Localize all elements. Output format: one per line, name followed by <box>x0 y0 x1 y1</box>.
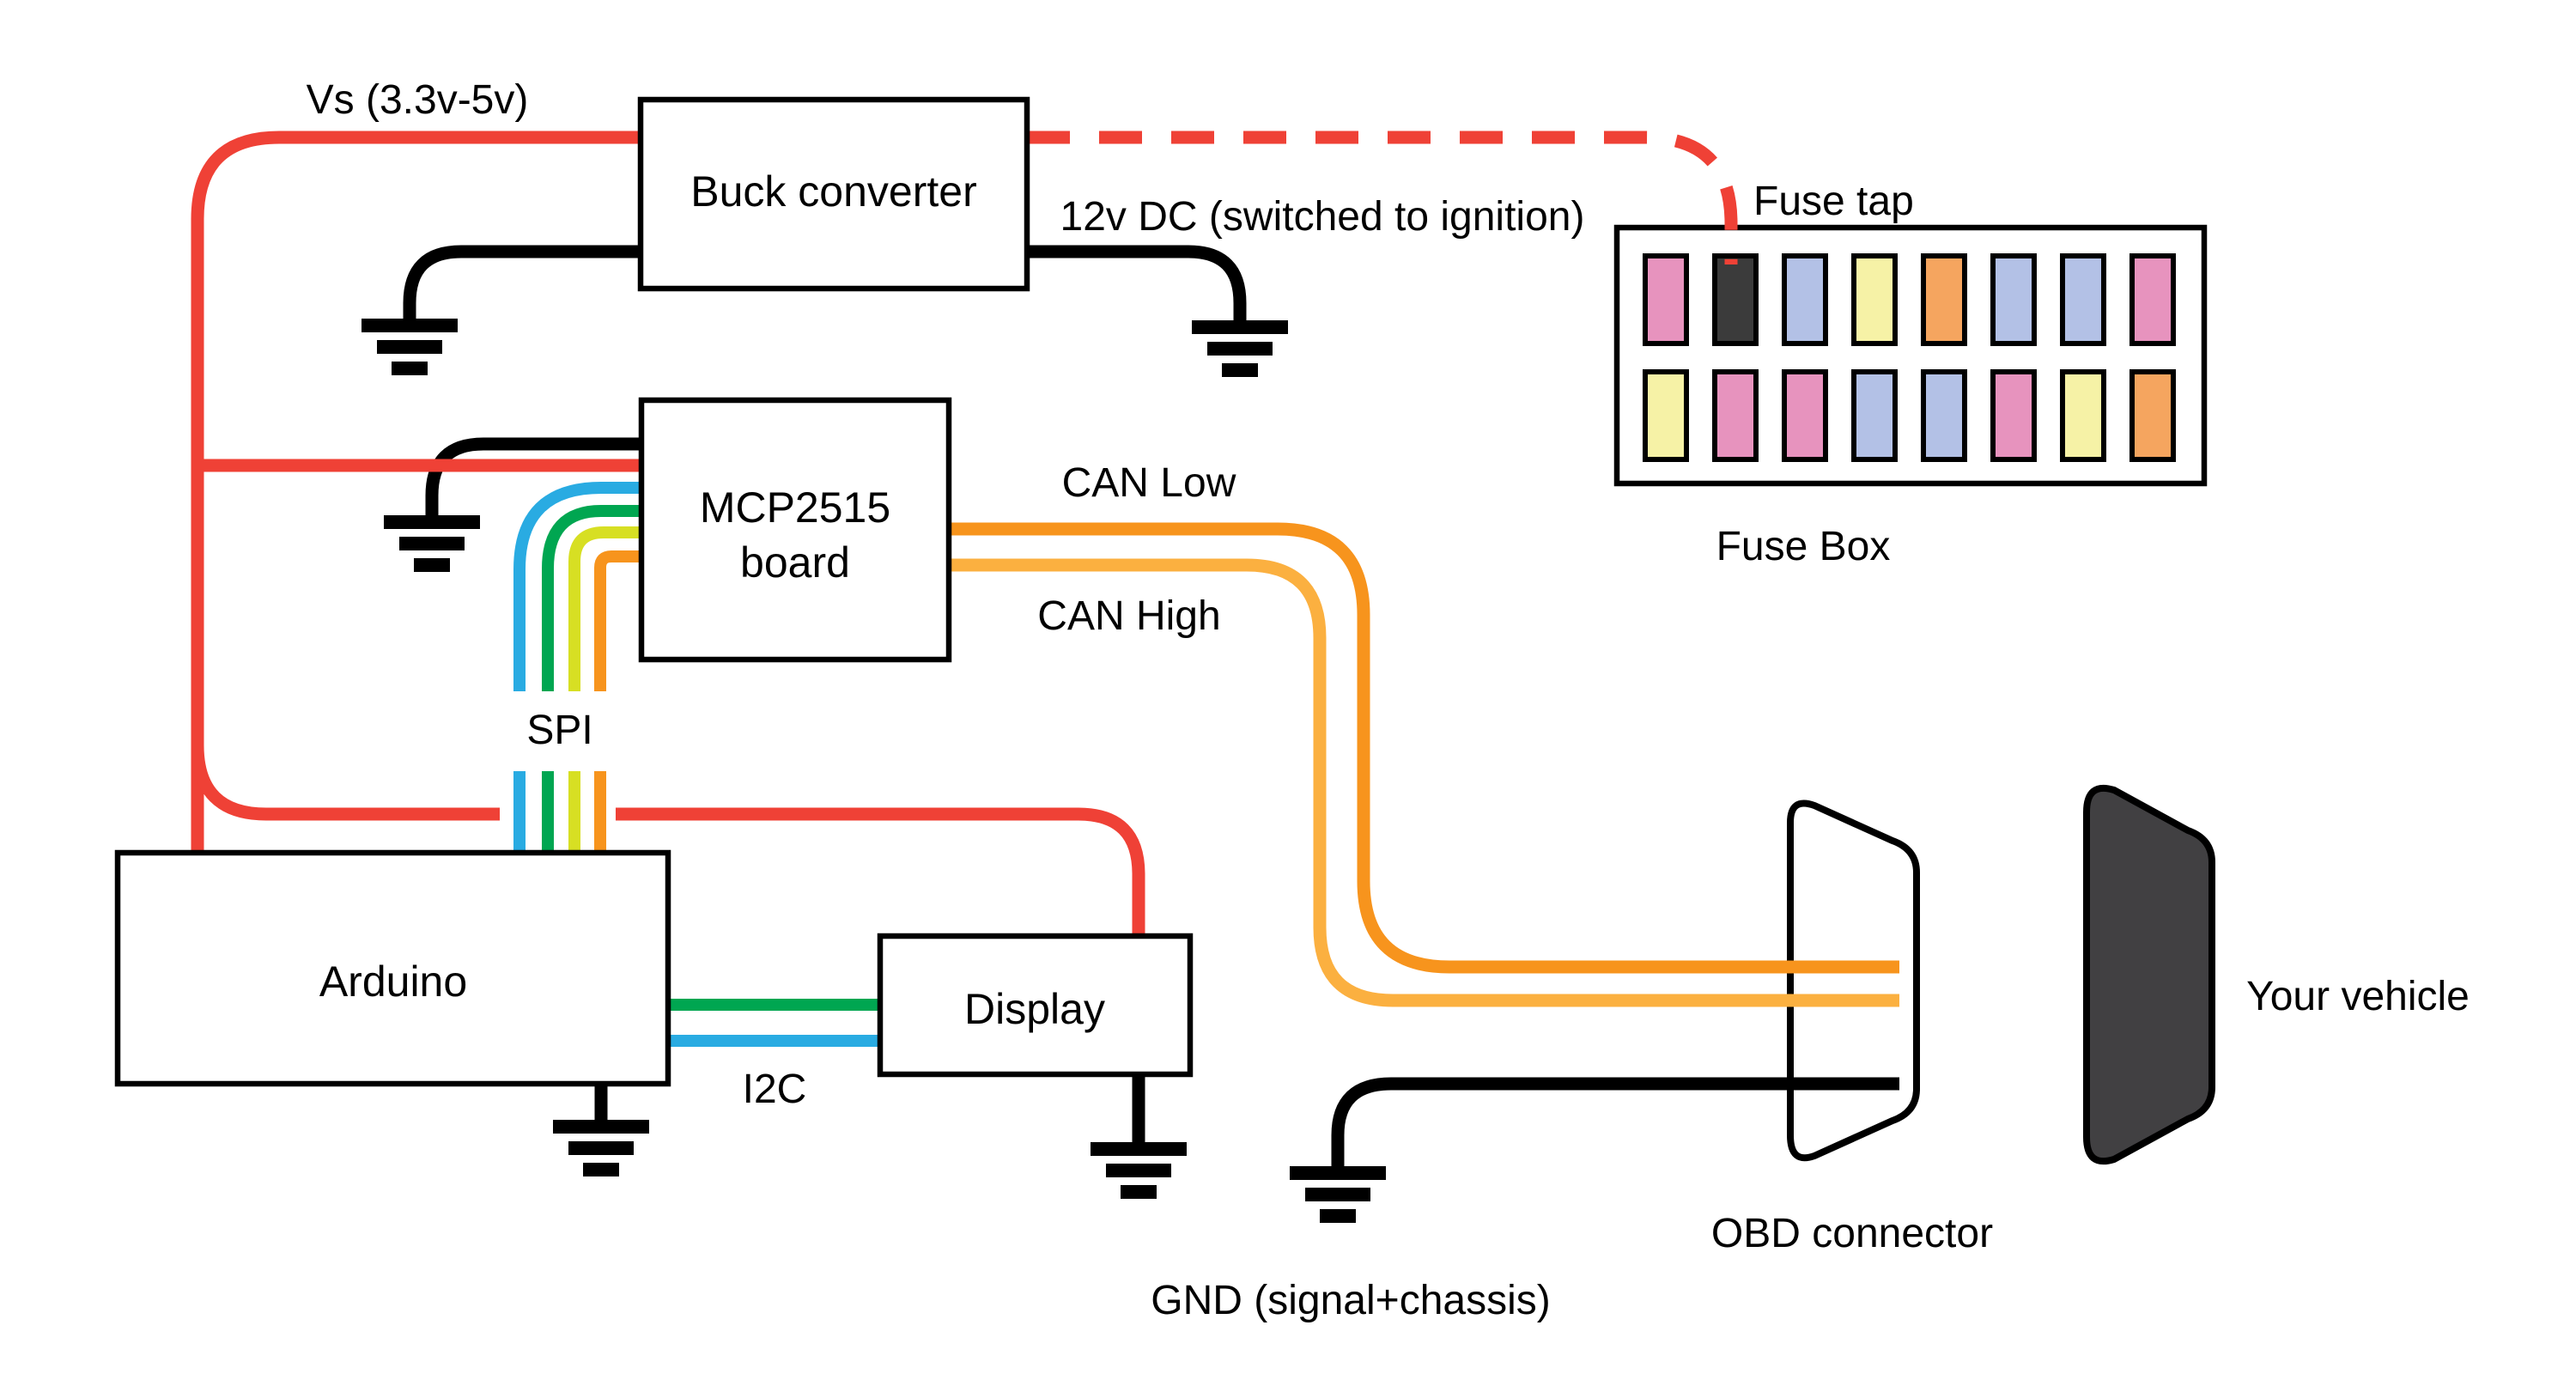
arduino-label: Arduino <box>319 958 467 1006</box>
ground-symbols <box>361 319 1386 1223</box>
ground-symbol-icon <box>553 1120 649 1176</box>
fuse-11-pink <box>1782 369 1828 462</box>
obd-connector-label: OBD connector <box>1711 1211 1993 1256</box>
fuse-13-blue <box>1921 369 1967 462</box>
can-high-label: CAN High <box>1037 593 1220 639</box>
fuse-12-blue <box>1851 369 1898 462</box>
fuse-16-orange <box>2129 369 2176 462</box>
display-box <box>877 933 1194 1078</box>
display-power-branch-wire-left <box>191 745 500 821</box>
can-high-wire <box>949 558 1899 1007</box>
buck-converter-box <box>637 96 1030 292</box>
fuse-9-yellow <box>1643 369 1689 462</box>
fuse-15-yellow <box>2060 369 2106 462</box>
fuse-14-pink <box>1990 369 2037 462</box>
ground-wires <box>361 245 1899 1223</box>
fuse-5-orange <box>1921 253 1967 346</box>
fuse-grid <box>1643 253 2176 462</box>
i2c-bus-label: I2C <box>743 1067 807 1112</box>
can-bus-wires <box>949 522 1899 1007</box>
fuse-6-blue <box>1990 253 2037 346</box>
arduino-box <box>114 849 671 1087</box>
fuse-tap-label: Fuse tap <box>1753 179 1914 224</box>
spi-wire-4 <box>594 550 641 691</box>
display-label: Display <box>964 985 1105 1033</box>
ground-symbol-icon <box>361 319 458 375</box>
vs-power-wire <box>191 131 641 853</box>
fuse-4-yellow <box>1851 253 1898 346</box>
mcp2515-label-line2: board <box>740 538 850 587</box>
ground-symbol-icon <box>384 515 480 572</box>
obd-connector-shape <box>1787 799 1920 1162</box>
mcp2515-label-line1: MCP2515 <box>700 483 890 532</box>
spi-bus-label: SPI <box>526 708 592 753</box>
fuse-box <box>1613 224 2208 487</box>
vs-wire-label: Vs (3.3v-5v) <box>307 77 529 123</box>
12v-dc-wire-label: 12v DC (switched to ignition) <box>1060 194 1585 240</box>
obd-ground-wire <box>1331 1077 1899 1173</box>
spi-wire-3 <box>568 526 641 691</box>
fuse-7-blue <box>2060 253 2106 346</box>
fuse-box-label: Fuse Box <box>1716 524 1891 569</box>
mcp-ground-wire <box>425 437 641 522</box>
buck-input-ground-wire <box>403 245 641 325</box>
spi-wires <box>513 482 641 853</box>
mcp2515-box <box>638 397 952 663</box>
ground-symbol-icon <box>1192 320 1288 377</box>
i2c-wires <box>668 999 880 1047</box>
fuse-box-outline <box>1613 224 2208 487</box>
fuse-8-pink <box>2129 253 2176 346</box>
buck-output-ground-wire <box>1027 245 1247 327</box>
buck-converter-label: Buck converter <box>690 167 976 216</box>
spi-wire-1 <box>513 482 641 691</box>
fuse-1-pink <box>1643 253 1689 346</box>
power-wires <box>191 131 1738 936</box>
can-low-label: CAN Low <box>1062 460 1236 506</box>
ground-symbol-icon <box>1091 1142 1187 1199</box>
fuse-2-dark <box>1712 253 1759 346</box>
ground-symbol-icon <box>1290 1166 1386 1223</box>
vehicle-socket-shape <box>2083 784 2215 1165</box>
display-power-branch-wire-right <box>616 807 1145 936</box>
fuse-10-pink <box>1712 369 1759 462</box>
can-low-wire <box>949 522 1899 974</box>
your-vehicle-label: Your vehicle <box>2246 974 2470 1019</box>
spi-wire-2 <box>542 505 641 691</box>
fuse-3-blue <box>1782 253 1828 346</box>
ignition-12v-dashed-wire <box>1027 131 1738 264</box>
gnd-wire-label: GND (signal+chassis) <box>1151 1278 1550 1323</box>
